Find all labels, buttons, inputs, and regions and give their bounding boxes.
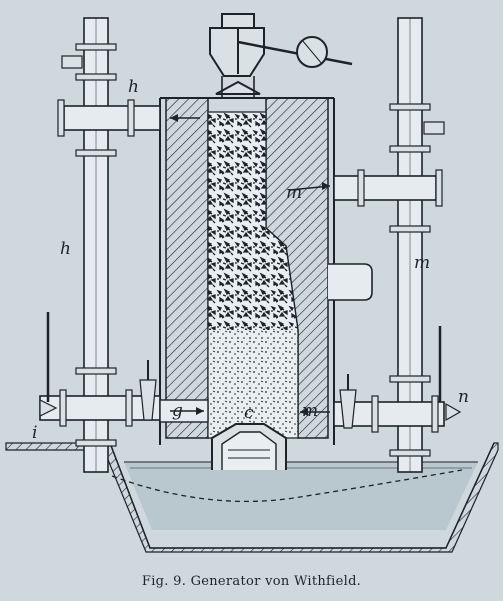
figure-caption: Fig. 9. Generator von Withfield.	[141, 574, 362, 589]
left-pipe	[39, 17, 200, 473]
inlet-g	[159, 399, 209, 423]
label-g: g	[172, 401, 183, 421]
charging-hopper	[209, 13, 353, 98]
label-h-top: h	[128, 77, 139, 97]
label-c: c	[244, 403, 254, 423]
label-m-lower: m	[302, 401, 318, 421]
right-pipe	[289, 17, 462, 473]
label-h-left: h	[60, 239, 71, 259]
label-m-right: m	[414, 253, 430, 273]
label-n: n	[458, 387, 469, 407]
grate-door	[211, 423, 287, 470]
label-i: i	[32, 423, 37, 443]
label-m-upper: m	[286, 183, 302, 203]
